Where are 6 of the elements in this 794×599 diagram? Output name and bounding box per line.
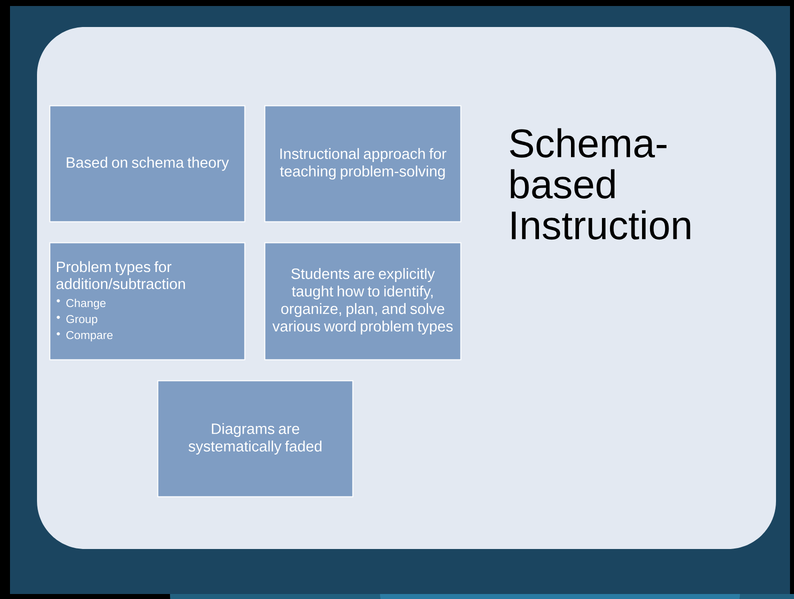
text-box: Instructional approach for teaching problem-solving	[264, 105, 462, 222]
text-box: Diagrams are systematically faded	[157, 380, 354, 498]
text-box: Based on schema theory	[49, 105, 246, 222]
text-box: Students are explicitly taught how to identify, organize, plan, and solve various word problem types	[264, 242, 462, 360]
text-box: Problem types for addition/subtraction Change Group Compare	[49, 242, 246, 360]
slide-title: Schema-based Instruction	[510, 128, 690, 240]
